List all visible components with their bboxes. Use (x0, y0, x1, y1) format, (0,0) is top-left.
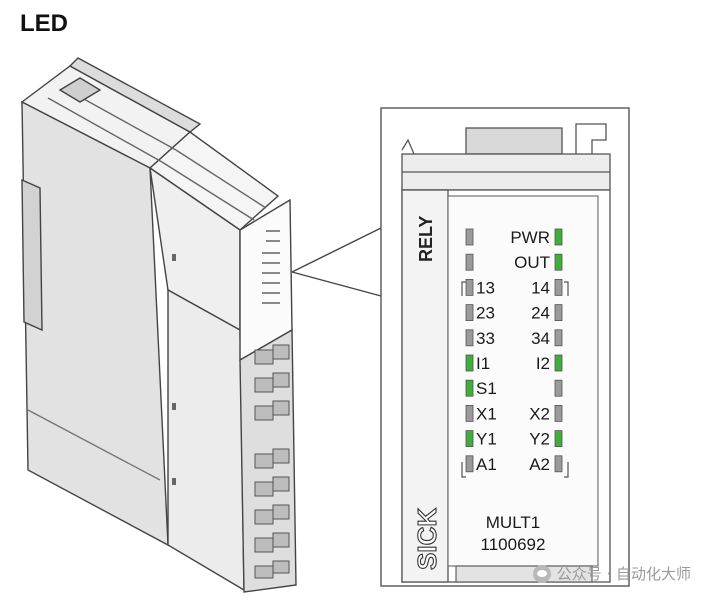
led-right-2 (554, 278, 563, 296)
led-right-label-5: I2 (536, 354, 550, 373)
led-right-4 (554, 329, 563, 347)
led-left-label-8: Y1 (476, 430, 497, 449)
led-left-2 (465, 278, 474, 296)
led-left-5 (465, 354, 474, 372)
led-right-3 (554, 304, 563, 322)
led-right-1 (554, 253, 563, 271)
led-left-9 (465, 455, 474, 473)
led-left-label-6: S1 (476, 379, 497, 398)
module-side-band (401, 189, 449, 583)
led-right-9 (554, 455, 563, 473)
watermark-text: 公众号 · 自动化大师 (556, 565, 691, 583)
led-left-label-7: X1 (476, 404, 497, 423)
led-right-label-1: OUT (514, 253, 550, 272)
heading-led: LED (20, 10, 68, 37)
callout-lines (291, 227, 382, 297)
brand-label: SICK (412, 508, 442, 570)
led-right-5 (554, 354, 563, 372)
wechat-icon (532, 564, 551, 583)
led-right-label-0: PWR (510, 228, 550, 247)
led-left-label-9: A1 (476, 455, 497, 474)
device-led-marks (262, 230, 280, 304)
group-brackets (461, 281, 569, 478)
led-left-4 (465, 329, 474, 347)
model-label: MULT1 (486, 513, 540, 532)
led-left-1 (465, 253, 474, 271)
device-illustration (20, 57, 297, 593)
terminal-blocks (254, 344, 290, 579)
led-left-label-5: I1 (476, 354, 490, 373)
led-right-7 (554, 404, 563, 422)
led-right-8 (554, 430, 563, 448)
led-left-8 (465, 430, 474, 448)
led-right-6 (554, 379, 563, 397)
led-left-label-2: 13 (476, 278, 495, 297)
led-left-3 (465, 304, 474, 322)
top-connector (401, 123, 611, 191)
bottom-strip (455, 565, 593, 583)
led-right-0 (554, 228, 563, 246)
led-right-label-4: 34 (531, 329, 550, 348)
led-left-7 (465, 404, 474, 422)
led-right-label-9: A2 (529, 455, 550, 474)
part-number-label: 1100692 (481, 535, 546, 554)
led-right-label-3: 24 (531, 304, 550, 323)
led-left-6 (465, 379, 474, 397)
led-right-label-2: 14 (531, 278, 550, 297)
led-left-label-3: 23 (476, 304, 495, 323)
led-right-label-8: Y2 (529, 430, 550, 449)
led-left-label-4: 33 (476, 329, 495, 348)
watermark: 公众号 · 自动化大师 (532, 563, 691, 584)
led-right-label-7: X2 (529, 404, 550, 423)
module-type-label: RELY (416, 216, 436, 262)
led-left-0 (465, 228, 474, 246)
